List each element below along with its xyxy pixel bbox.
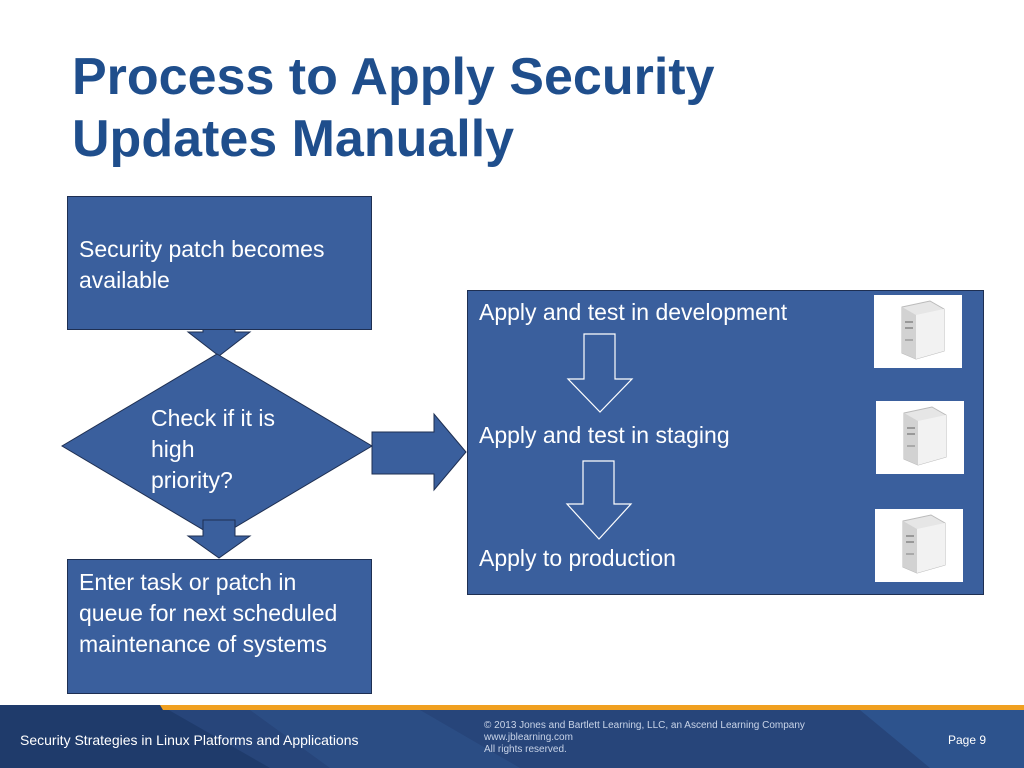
slide-footer: Security Strategies in Linux Platforms a… [0, 705, 1024, 768]
slide-title: Process to Apply Security Updates Manual… [72, 46, 952, 170]
step-production: Apply to production [479, 545, 676, 571]
arrow-decision-to-queue [186, 519, 252, 559]
queue-box: Enter task or patch in queue for next sc… [67, 559, 372, 694]
arrow-staging-to-production [565, 460, 633, 540]
arrow-decision-to-steps [371, 412, 467, 492]
footer-course-title: Security Strategies in Linux Platforms a… [20, 732, 359, 748]
step-staging: Apply and test in staging [479, 422, 730, 448]
step-arrows [565, 333, 634, 540]
server-icon [876, 401, 964, 474]
title-line-1: Process to Apply Security [72, 48, 715, 106]
server-icon [874, 295, 962, 368]
deployment-steps-box: Apply and test in development Apply and … [467, 290, 984, 595]
footer-copyright: © 2013 Jones and Bartlett Learning, LLC,… [484, 720, 805, 731]
start-box-label: Security patch becomes available [79, 236, 325, 293]
decision-label: Check if it is high priority? [151, 405, 275, 493]
footer-rights: All rights reserved. [484, 744, 567, 755]
arrow-dev-to-staging [566, 333, 634, 413]
footer-decoration [0, 705, 1024, 768]
server-icon [875, 509, 963, 582]
queue-box-label: Enter task or patch in queue for next sc… [79, 569, 338, 657]
page-number: Page 9 [948, 733, 987, 747]
title-line-2: Updates Manually [72, 110, 515, 168]
footer-copyright-block: © 2013 Jones and Bartlett Learning, LLC,… [484, 720, 805, 756]
footer-website: www.jblearning.com [484, 732, 573, 743]
start-box: Security patch becomes available [67, 196, 372, 330]
step-development: Apply and test in development [479, 299, 788, 325]
